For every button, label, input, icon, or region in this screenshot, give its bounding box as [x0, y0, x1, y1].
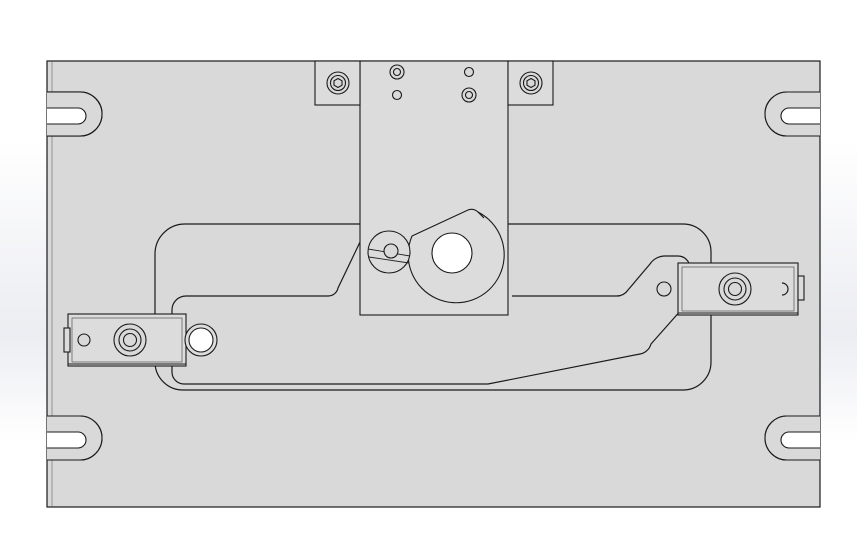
left-clamp-block	[63, 313, 187, 367]
cam-slot-pocket	[154, 223, 712, 391]
bracket-holes	[389, 64, 477, 103]
right-clamp-block	[656, 262, 805, 316]
slot-outlines	[47, 91, 820, 461]
left-side-washer	[184, 323, 218, 357]
cam-disc	[407, 208, 505, 304]
socket-head-screw-left	[326, 71, 350, 95]
socket-head-screw-right	[519, 71, 543, 95]
pivot-pin	[367, 230, 411, 274]
